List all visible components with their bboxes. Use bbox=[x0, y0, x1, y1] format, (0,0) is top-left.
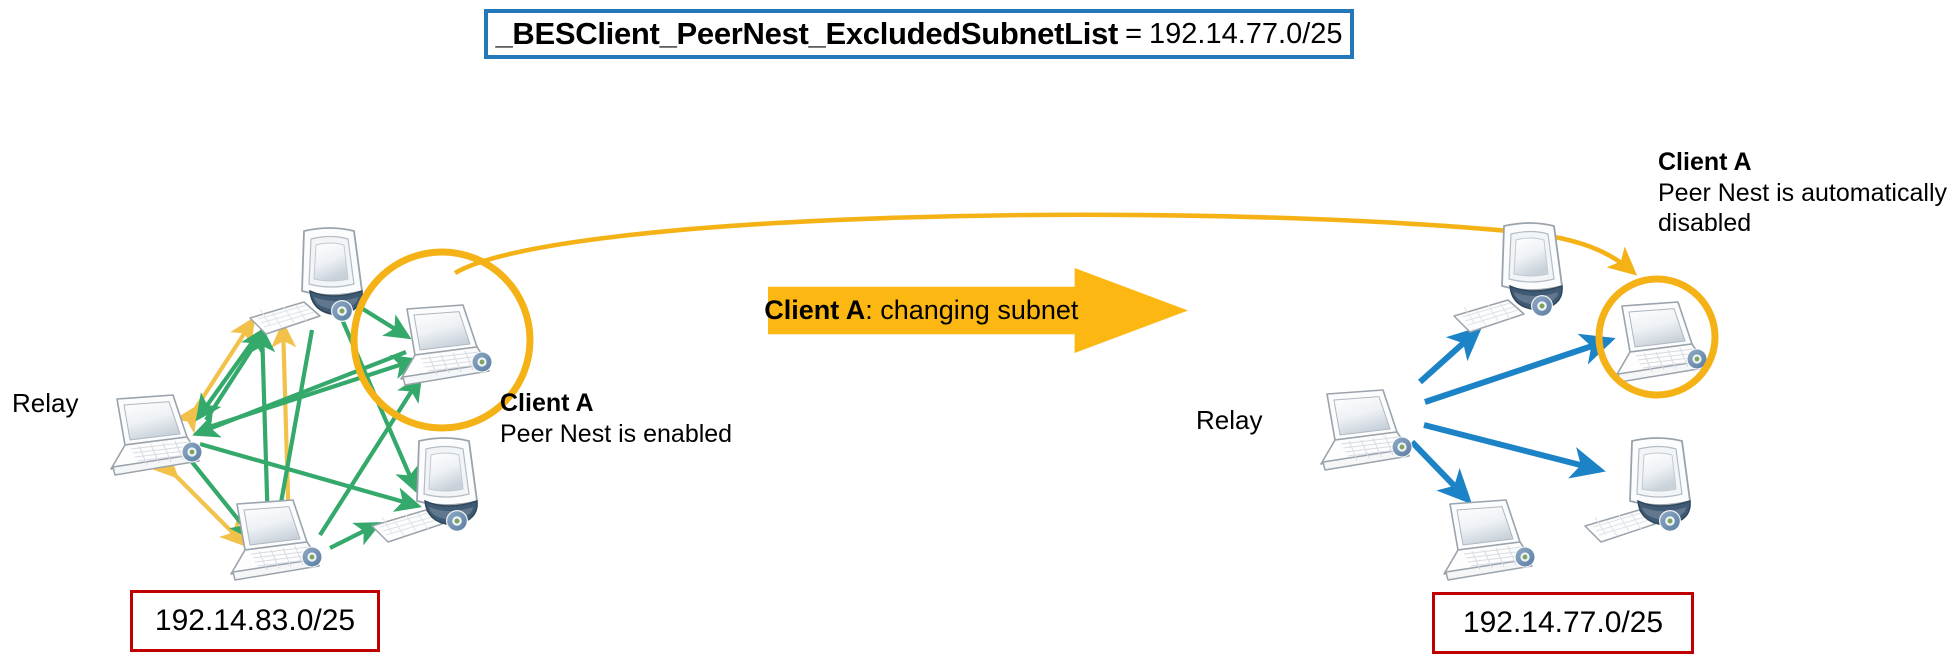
right-relay-label: Relay bbox=[1196, 405, 1263, 435]
subnet-change-curve bbox=[453, 212, 1638, 276]
banner-emphasis: Client A bbox=[764, 295, 866, 325]
device-laptop bbox=[1443, 499, 1537, 581]
left-subnet-box: 192.14.83.0/25 bbox=[130, 590, 380, 652]
banner-rest: : changing subnet bbox=[865, 295, 1079, 325]
left-mesh-links bbox=[151, 294, 423, 554]
device-keyboard bbox=[1453, 299, 1525, 333]
setting-equals-sign: = bbox=[1125, 17, 1142, 50]
right-client-a-title: Client A bbox=[1658, 148, 1752, 176]
left-relay-label: Relay bbox=[12, 388, 79, 418]
excluded-subnet-setting-box: _BESClient_PeerNest_ExcludedSubnetList =… bbox=[484, 9, 1354, 59]
device-laptop-relay bbox=[110, 394, 204, 476]
changing-subnet-banner: Client A: changing subnet bbox=[764, 268, 1188, 353]
client-a-highlight-circle-left bbox=[350, 248, 534, 432]
left-client-a-title: Client A bbox=[500, 389, 594, 417]
left-client-a-caption: Client A Peer Nest is enabled bbox=[500, 388, 732, 449]
device-laptop-client-a bbox=[1615, 301, 1709, 383]
left-devices bbox=[110, 227, 494, 581]
device-laptop-client-a bbox=[400, 304, 494, 386]
banner-label: Client A: changing subnet bbox=[764, 268, 1079, 353]
setting-value: 192.14.77.0/25 bbox=[1149, 17, 1343, 50]
client-a-highlight-circle-right bbox=[1595, 275, 1719, 399]
left-client-a-line1: Peer Nest is enabled bbox=[500, 419, 733, 448]
right-client-a-caption: Client A Peer Nest is automatically disa… bbox=[1658, 147, 1947, 239]
right-links bbox=[1409, 325, 1616, 505]
device-laptop bbox=[230, 499, 324, 581]
setting-key: _BESClient_PeerNest_ExcludedSubnetList bbox=[495, 16, 1119, 51]
right-subnet-box: 192.14.77.0/25 bbox=[1432, 592, 1694, 654]
right-client-a-line2: disabled bbox=[1658, 209, 1752, 237]
device-laptop-relay bbox=[1320, 389, 1414, 471]
right-client-a-line1: Peer Nest is automatically bbox=[1658, 178, 1948, 207]
